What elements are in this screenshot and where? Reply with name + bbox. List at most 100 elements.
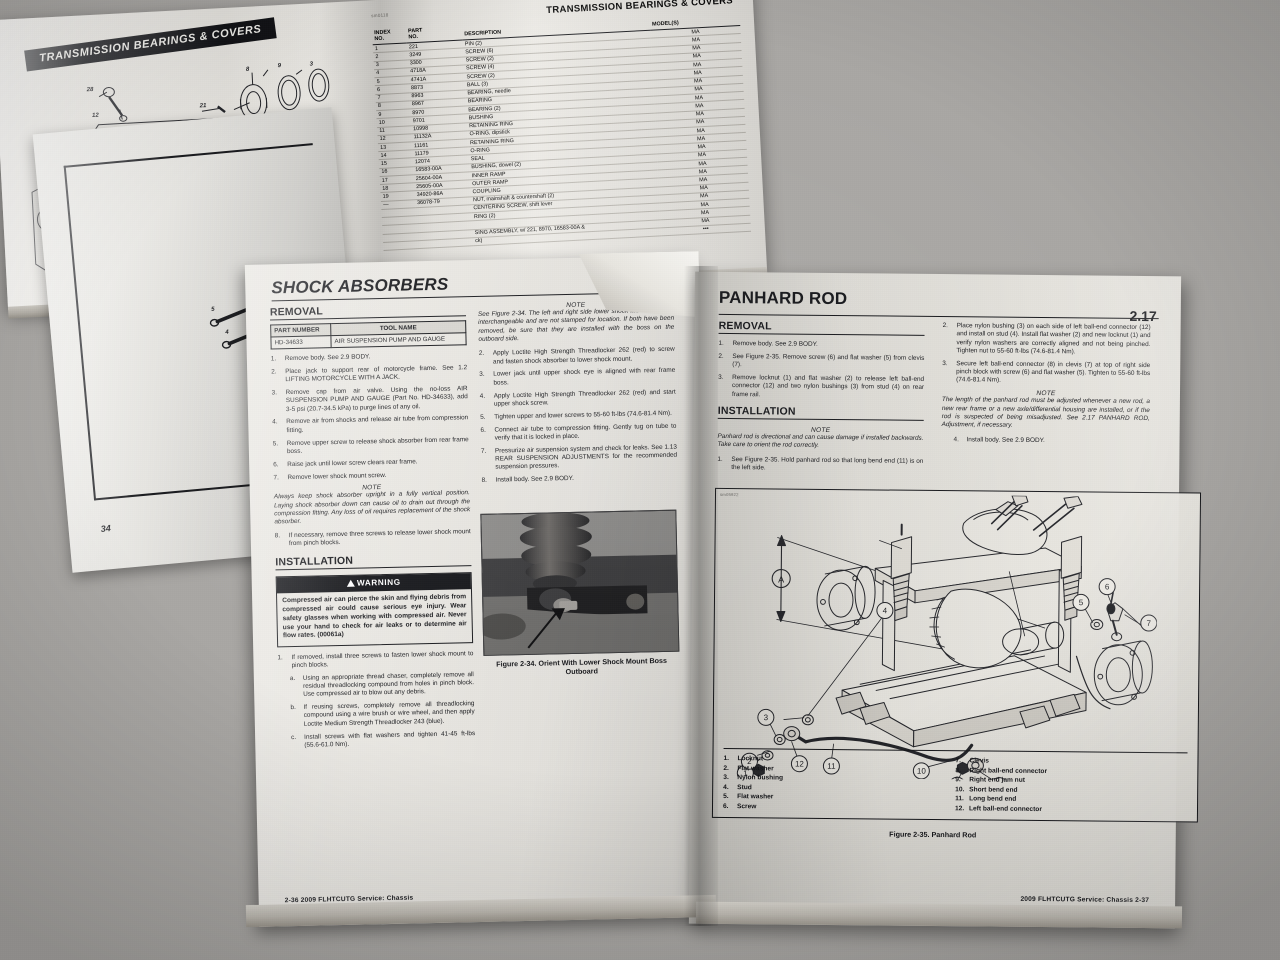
panhard-removal-steps: 1.Remove body. See 2.9 BODY. 2. See Figure… <box>718 340 925 401</box>
substep-letter: b. <box>290 704 296 712</box>
step-text: Tighten upper and lower screws to 55-60 … <box>494 409 672 421</box>
step-text: Remove body. See 2.9 BODY. <box>284 353 371 363</box>
callout-9: 9 <box>278 63 282 69</box>
panhard-install-step-4: 4.Install body. See 2.9 BODY. <box>941 436 1149 446</box>
figure-callout-number: 4 <box>883 606 888 615</box>
legend-label: Long bend end <box>969 795 1017 803</box>
step-number: 5. <box>480 413 486 421</box>
figure-2-35-caption: Figure 2-35. Panhard Rod <box>889 829 977 840</box>
callout-28: 28 <box>86 87 95 93</box>
step-number: 4. <box>479 392 486 400</box>
open-manual[interactable]: SHOCK ABSORBERS 2.16 REMOVAL PART NUMBER… <box>244 252 1202 942</box>
callout-3: 3 <box>310 61 314 67</box>
figure-callout-number: 3 <box>764 713 769 722</box>
panhard-note2-text: The length of the panhard rod must be ad… <box>941 396 1150 430</box>
legend-label: Short bend end <box>969 785 1018 794</box>
shock-removal-step: 4.Remove air from shocks and release air… <box>272 415 468 436</box>
legend-label: Screw <box>736 802 757 810</box>
panhard-removal-step: 2. See Figure 2-35. Remove screw (6) and … <box>718 353 924 372</box>
legend-key: 2. <box>723 764 729 772</box>
step-text: Remove cap from air valve. Using the no-… <box>285 385 468 413</box>
step-number: 4. <box>953 435 959 443</box>
shock-removal-step: 5.Remove upper screw to release shock ab… <box>273 436 469 457</box>
step-text: Apply Loctite High Strength Threadlocker… <box>493 388 676 408</box>
step-text: See Figure 2-35. Remove screw (6) and fl… <box>732 352 925 369</box>
tool-cell: HD-34633 <box>270 335 332 349</box>
panhard-title-rule <box>718 313 1159 320</box>
shock-removal-step: 3. Remove cap from air valve. Using the n… <box>272 385 468 414</box>
step-text: See Figure 2-35. Hold panhard rod so tha… <box>731 455 924 472</box>
step-number: 2. <box>271 368 277 376</box>
shock-install-step: 4. Apply Loctite High Strength Threadlock… <box>480 388 676 409</box>
shock-removal-steps: 1.Remove body. See 2.9 BODY.2.Place jack… <box>271 351 470 482</box>
figure-callout-bubble <box>1072 593 1090 611</box>
figure-callout-number: 1 <box>743 769 748 778</box>
shock-install-step-1: If removed, install three screws to fast… <box>291 650 474 670</box>
legend-label: Clevis <box>969 757 989 765</box>
substep-text: Using an appropriate thread chaser, comp… <box>302 670 475 699</box>
legend-key: 1. <box>723 755 730 763</box>
legend-key: 12. <box>954 804 965 812</box>
panhard-rod-page[interactable]: PANHARD ROD 2.17 REMOVAL 1.Remove body. … <box>688 271 1202 929</box>
step-text: Lower jack until upper shock eye is alig… <box>493 367 676 387</box>
step-text: Connect air tube to compression fitting.… <box>494 422 677 442</box>
figure-callout-bubble <box>740 752 758 770</box>
panhard-install-step: 4.Install body. See 2.9 BODY. <box>941 436 1149 446</box>
callout-8: 8 <box>246 67 250 73</box>
figure-2-34-photo: sm05578 <box>480 509 680 656</box>
shock-rc-steps: 2.Apply Loctite High Strength Threadlock… <box>479 346 678 486</box>
legend-label: Left ball-end connector <box>968 804 1042 813</box>
figure-callout-bubble <box>1098 578 1116 596</box>
shock-install-step: 8.Install body. See 2.9 BODY. <box>482 473 678 486</box>
shock-absorbers-page[interactable]: SHOCK ABSORBERS 2.16 REMOVAL PART NUMBER… <box>244 255 712 927</box>
step-text: Install body. See 2.9 BODY. <box>495 475 574 484</box>
legend-row: 6. Screw <box>723 801 955 813</box>
callout-12: 12 <box>92 113 100 119</box>
legend-key: 10. <box>955 785 965 793</box>
panhard-install-steps-right: 2.Place nylon bushing (3) on each side o… <box>942 322 1151 387</box>
legend-label: Nylon bushing <box>737 774 784 782</box>
shock-removal-step: 6.Raise jack until lower screw clears re… <box>273 457 469 470</box>
shock-removal-step: 7.Remove lower shock mount screw. <box>273 470 469 483</box>
substep-item: c.Install screws with flat washers and t… <box>279 730 475 751</box>
legend-key: 5. <box>723 793 729 801</box>
step-text: Apply Loctite High Strength Threadlocker… <box>492 345 675 366</box>
figure-callout-number: 5 <box>1079 598 1084 607</box>
step-text: Secure left ball-end connector (8) in cl… <box>956 360 1151 385</box>
figure-callout-number: 11 <box>827 762 836 771</box>
step-number: 3. <box>271 389 278 397</box>
step-number: 1. <box>270 355 277 363</box>
step-text: Remove locknut (1) and flat washer (2) t… <box>731 374 925 398</box>
step-number: 2. <box>718 352 724 360</box>
legend-key: 6. <box>722 802 729 810</box>
shock-install-step: 6.Connect air tube to compression fittin… <box>480 422 676 443</box>
panhard-removal-step: 1.Remove body. See 2.9 BODY. <box>718 340 924 350</box>
panhard-install-step: 1. See Figure 2-35. Hold panhard rod so t… <box>717 456 923 475</box>
warning-text: Compressed air can pierce the skin and f… <box>282 593 467 640</box>
step-number: 1. <box>717 455 723 463</box>
panhard-install-step: 2.Place nylon bushing (3) on each side o… <box>942 322 1151 357</box>
figure-callout-bubble <box>790 755 808 773</box>
figure-callout-number: 7 <box>1147 619 1152 628</box>
step-number: 3. <box>942 359 948 367</box>
figure-callout-bubble <box>822 757 840 775</box>
panhard-install-step-1: 1. See Figure 2-35. Hold panhard rod so t… <box>717 456 923 475</box>
shock-removal-step-8: If necessary, remove three screws to rel… <box>288 527 471 548</box>
transmission-right-page: sm0118 TRANSMISSION BEARINGS & COVERS IN… <box>354 0 761 291</box>
legend-row: 12.Left ball-end connector <box>955 804 1187 816</box>
loose-sheet-page-number: 34 <box>100 523 112 534</box>
panhard-page-footer: 2009 FLHTCUTG Service: Chassis 2-37 <box>1020 895 1150 905</box>
step-number: 2. <box>942 322 949 330</box>
parts-cell <box>383 240 418 251</box>
step-number: 7. <box>480 447 487 455</box>
legend-key: 4. <box>723 783 729 791</box>
step-text: Remove upper screw to release shock abso… <box>286 435 469 456</box>
figure-callout-number: 10 <box>917 767 927 776</box>
legend-label: Stud <box>737 783 752 791</box>
step-text: Pressurize air suspension system and che… <box>494 443 678 472</box>
legend-key: 3. <box>723 774 729 782</box>
